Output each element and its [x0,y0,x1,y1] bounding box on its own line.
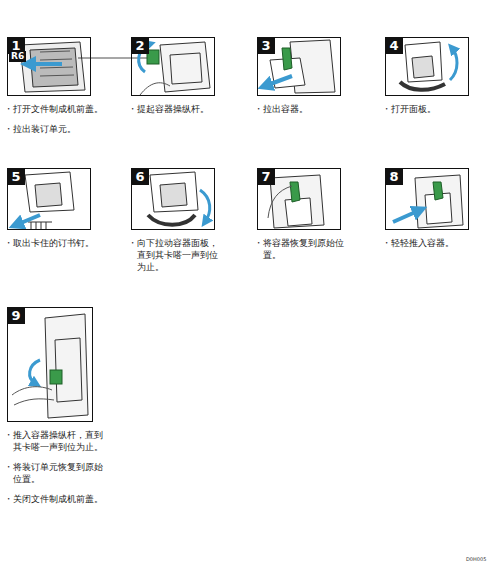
step-panel: 7・将容器恢复到原始位置。 [257,168,341,230]
step-number: 7 [257,168,275,185]
step-number: 3 [257,37,275,54]
caption-group: ・将容器恢复到原始位置。 [254,237,354,269]
step-number: 2 [131,37,149,54]
caption-group: ・向下拉动容器面板，直到其卡嗒一声到位为止。 [128,237,225,281]
step-caption: ・向下拉动容器面板，直到其卡嗒一声到位为止。 [128,237,225,273]
step-panel: 4・打开面板。 [385,37,469,96]
part-label: R6 [9,51,26,62]
step-caption: ・取出卡住的订书钉。 [4,237,116,249]
step-number: 5 [7,168,25,185]
step-panel: 9・推入容器操纵杆，直到其卡嗒一声到位为止。・将装订单元恢复到原始位置。・关闭文… [7,307,93,422]
figure-code: D0H005 [466,556,486,563]
step-number: 6 [131,168,149,185]
caption-group: ・推入容器操纵杆，直到其卡嗒一声到位为止。・将装订单元恢复到原始位置。・关闭文件… [4,429,110,513]
step-panel: 2・提起容器操纵杆。 [131,37,215,96]
step-number: 9 [7,307,25,324]
step-panel: 3・拉出容器。 [257,37,341,96]
caption-group: ・拉出容器。 [254,103,366,123]
step-panel: 1・打开文件制成机前盖。・拉出装订单元。 [7,37,91,96]
step-panel: 8・轻轻推入容器。 [385,168,469,230]
caption-group: ・取出卡住的订书钉。 [4,237,116,257]
step-caption: ・将容器恢复到原始位置。 [254,237,354,261]
step-caption: ・拉出装订单元。 [4,123,116,135]
step-caption: ・打开文件制成机前盖。 [4,103,116,115]
step-number: 4 [385,37,403,54]
caption-group: ・轻轻推入容器。 [382,237,490,257]
step-panel: 5・取出卡住的订书钉。 [7,168,91,230]
step-caption: ・提起容器操纵杆。 [128,103,240,115]
step-caption: ・拉出容器。 [254,103,366,115]
caption-group: ・打开面板。 [382,103,490,123]
step-caption: ・关闭文件制成机前盖。 [4,493,110,505]
step-caption: ・打开面板。 [382,103,490,115]
step-caption: ・轻轻推入容器。 [382,237,490,249]
step-panel: 6・向下拉动容器面板，直到其卡嗒一声到位为止。 [131,168,215,230]
step-caption: ・推入容器操纵杆，直到其卡嗒一声到位为止。 [4,429,110,453]
caption-group: ・打开文件制成机前盖。・拉出装订单元。 [4,103,116,143]
step-number: 8 [385,168,403,185]
caption-group: ・提起容器操纵杆。 [128,103,240,123]
step-caption: ・将装订单元恢复到原始位置。 [4,461,110,485]
